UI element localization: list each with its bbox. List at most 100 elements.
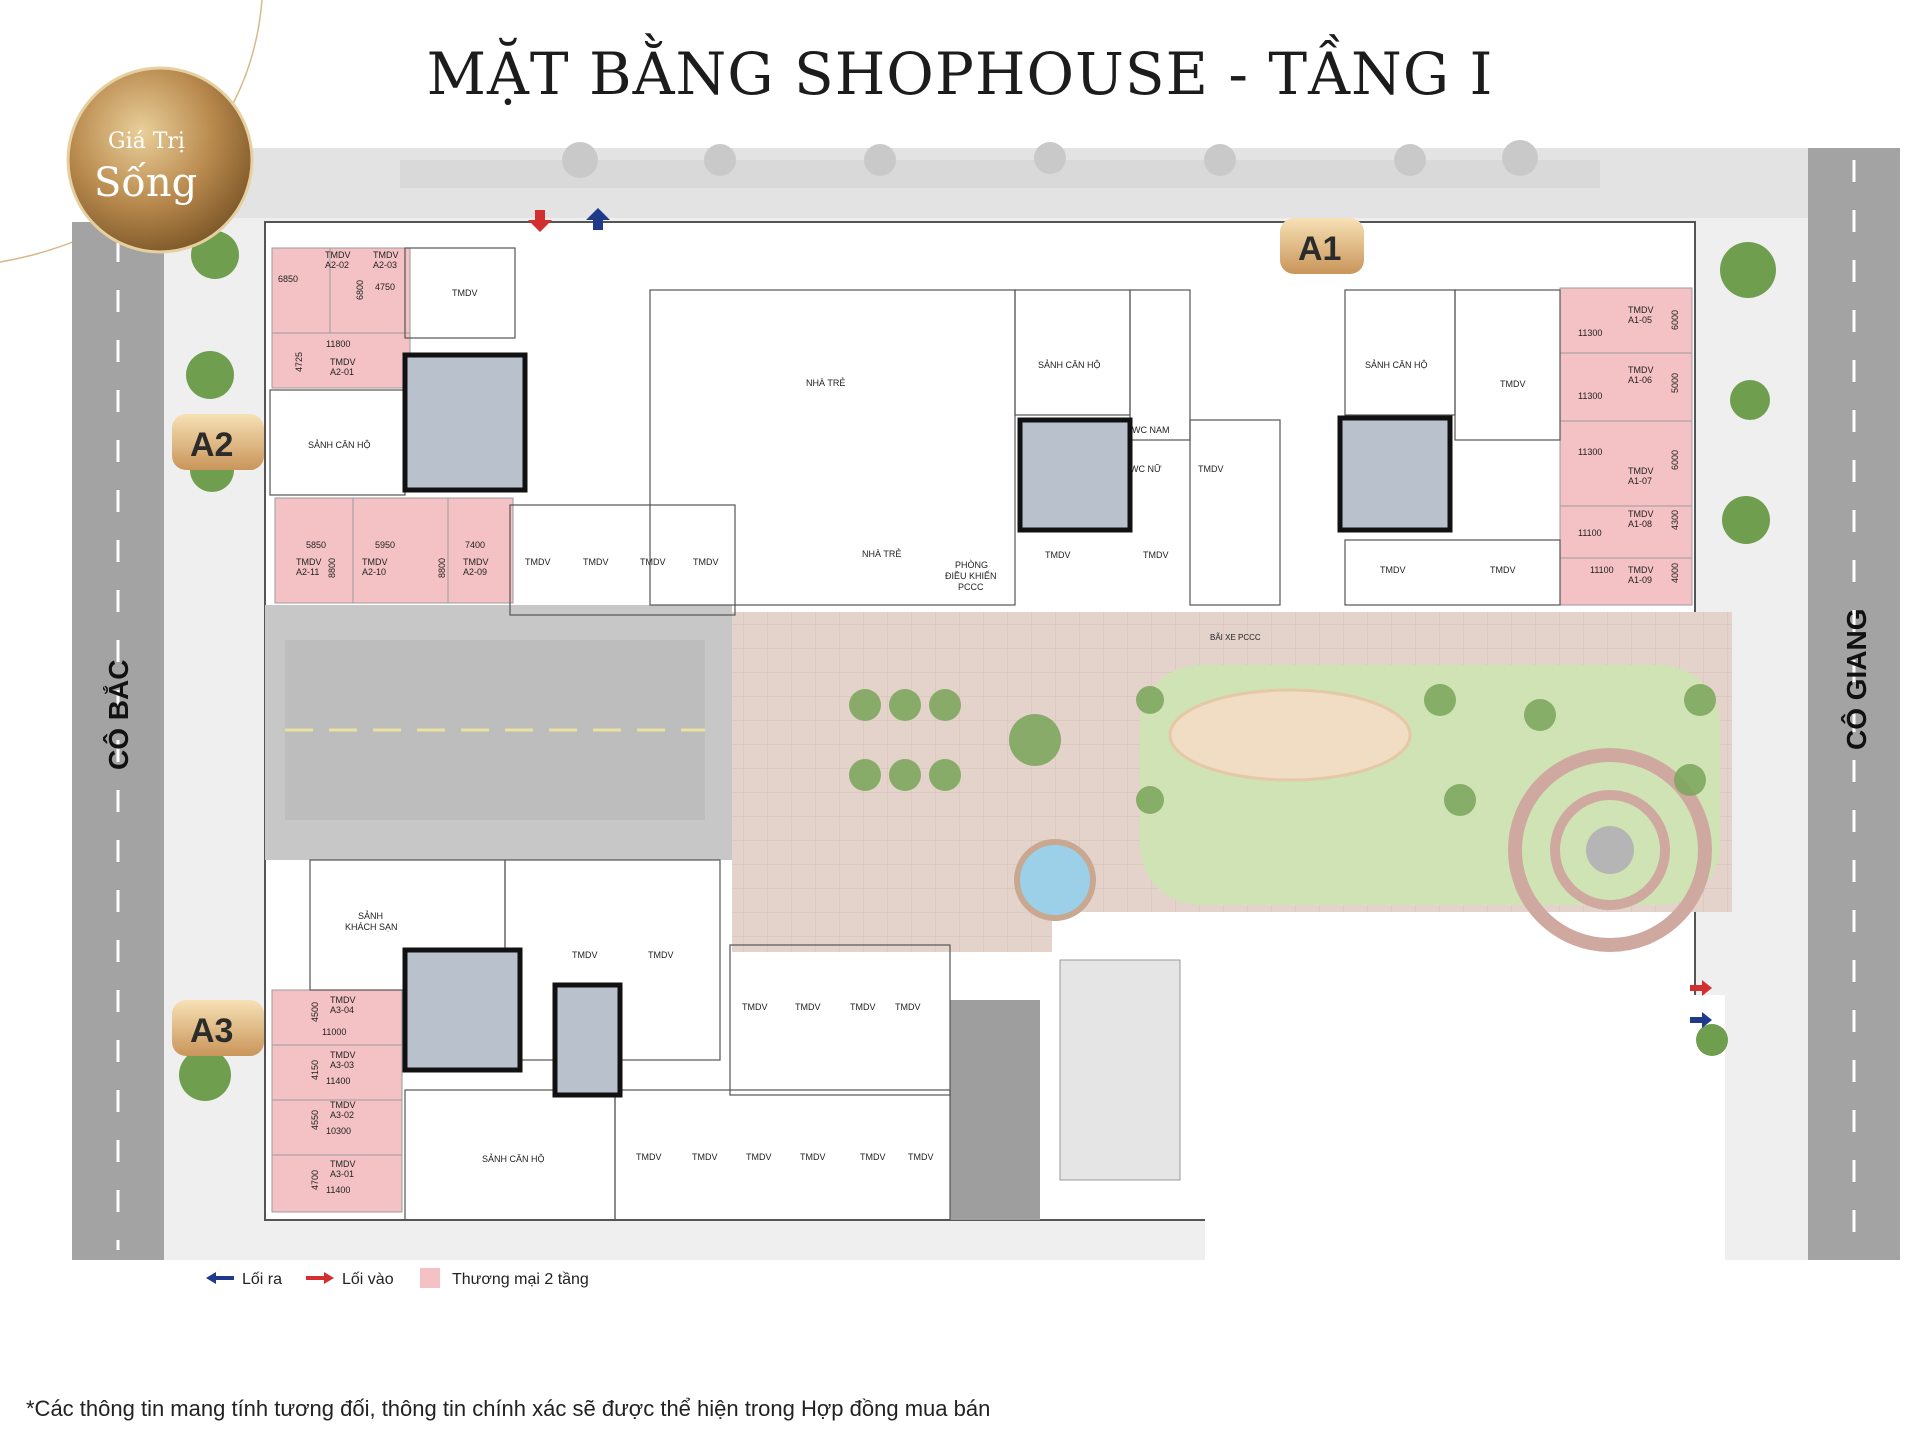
unit-label: A2-09 [463, 567, 487, 577]
unit-a2-03[interactable] [329, 247, 411, 334]
tmdv-label: TMDV [636, 1152, 662, 1162]
dim-label: 10300 [326, 1126, 351, 1136]
pccc-room-label: PHÒNG [955, 560, 988, 570]
street-cobac-label: CÔ BẮC [102, 660, 134, 770]
dim-label: 6850 [278, 274, 298, 284]
tmdv-label: TMDV [525, 557, 551, 567]
dim-label: 6800 [355, 280, 365, 300]
tmdv-label: TMDV [362, 557, 388, 567]
tmdv-label: TMDV [330, 357, 356, 367]
nha-tre-label: NHÀ TRẺ [862, 548, 901, 559]
legend-exit-label: Lối ra [242, 1271, 282, 1288]
dim-label: 8800 [437, 558, 447, 578]
block-a2-label: A2 [190, 426, 233, 464]
tmdv-label: TMDV [296, 557, 322, 567]
tmdv-label: TMDV [330, 1159, 356, 1169]
unit-a3-01[interactable] [271, 1154, 403, 1213]
sanh-can-ho-label: SẢNH CĂN HỘ [308, 439, 371, 450]
unit-label: A3-02 [330, 1110, 354, 1120]
unit-label: A1-06 [1628, 375, 1652, 385]
badge-line2: Sống [94, 160, 197, 206]
dim-label: 4000 [1670, 563, 1680, 583]
nha-tre-label: NHÀ TRẺ [806, 377, 845, 388]
tmdv-label: TMDV [795, 1002, 821, 1012]
tmdv-label: TMDV [742, 1002, 768, 1012]
tmdv-label: TMDV [1628, 565, 1654, 575]
dim-label: 11400 [326, 1185, 350, 1195]
block-tag-a2 [172, 414, 264, 470]
tmdv-label: TMDV [373, 250, 399, 260]
tmdv-label: TMDV [583, 557, 609, 567]
sanh-khach-san-label: KHÁCH SẠN [345, 922, 398, 932]
unit-a1-08[interactable] [1559, 505, 1693, 559]
tmdv-label: TMDV [908, 1152, 934, 1162]
legend-commercial-swatch [420, 1268, 440, 1288]
tmdv-label: TMDV [1380, 565, 1406, 575]
tmdv-label: TMDV [452, 288, 478, 298]
dim-label: 5950 [375, 540, 395, 550]
tmdv-label: TMDV [800, 1152, 826, 1162]
tmdv-label: TMDV [850, 1002, 876, 1012]
top-arrows [528, 208, 610, 232]
unit-label: A1-08 [1628, 519, 1652, 529]
unit-label: A1-09 [1628, 575, 1652, 585]
dim-label: 5000 [1670, 373, 1680, 393]
side-arrows [1690, 980, 1712, 1028]
tmdv-label: TMDV [1198, 464, 1224, 474]
tmdv-label: TMDV [463, 557, 489, 567]
block-tag-a1 [1280, 218, 1364, 274]
unit-a1-06[interactable] [1559, 352, 1693, 422]
dim-label: 11300 [1578, 391, 1602, 401]
parking-label: BÃI XE PCCC [1210, 633, 1261, 642]
unit-label: A3-03 [330, 1060, 354, 1070]
dim-label: 11400 [326, 1076, 350, 1086]
core-a1-left [1017, 417, 1133, 533]
dim-label: 4300 [1670, 510, 1680, 530]
unit-a1-09[interactable] [1559, 557, 1693, 606]
tmdv-label: TMDV [1628, 305, 1654, 315]
unit-label: A2-03 [373, 260, 397, 270]
sanh-can-ho-label: SẢNH CĂN HỘ [1365, 359, 1428, 370]
disclaimer: *Các thông tin mang tính tương đối, thôn… [26, 1396, 991, 1421]
tmdv-label: TMDV [860, 1152, 886, 1162]
dim-label: 11800 [326, 339, 350, 349]
unit-a2-02[interactable] [271, 247, 331, 334]
dim-label: 4700 [310, 1170, 320, 1190]
tmdv-label: TMDV [1628, 466, 1654, 476]
dim-label: 11100 [1590, 565, 1614, 575]
unit-label: A1-05 [1628, 315, 1652, 325]
tmdv-label: TMDV [746, 1152, 772, 1162]
sanh-khach-san-label: SẢNH [358, 910, 383, 921]
tmdv-label: TMDV [648, 950, 674, 960]
block-tag-a3 [172, 1000, 264, 1056]
dim-label: 4750 [375, 282, 395, 292]
fountain [1014, 839, 1096, 921]
logo-badge [66, 66, 254, 254]
unit-a2-11[interactable] [274, 497, 354, 604]
unit-a1-05[interactable] [1559, 287, 1693, 354]
dim-label: 11300 [1578, 447, 1602, 457]
unit-label: A3-04 [330, 1005, 354, 1015]
unit-a2-01[interactable] [271, 332, 411, 389]
unit-a2-09[interactable] [447, 497, 514, 604]
legend-exit-arrow [206, 1272, 234, 1284]
dim-label: 4550 [310, 1110, 320, 1130]
core-a2 [402, 352, 528, 493]
unit-a3-03[interactable] [271, 1044, 403, 1101]
legend-entry-label: Lối vào [342, 1271, 394, 1288]
tmdv-label: TMDV [895, 1002, 921, 1012]
legend-entry-arrow [306, 1272, 334, 1284]
unit-a2-10[interactable] [352, 497, 449, 604]
sanh-can-ho-label: SẢNH CĂN HỘ [1038, 359, 1101, 370]
tmdv-label: TMDV [640, 557, 666, 567]
unit-a1-07[interactable] [1559, 420, 1693, 507]
unit-label: A3-01 [330, 1169, 354, 1179]
dim-label: 11000 [322, 1027, 346, 1037]
unit-label: A2-11 [296, 567, 319, 577]
tmdv-label: TMDV [1628, 509, 1654, 519]
unit-label: A2-02 [325, 260, 349, 270]
dim-label: 6000 [1670, 310, 1680, 330]
tmdv-label: TMDV [1500, 379, 1526, 389]
core-a1-right [1337, 415, 1453, 533]
page-title: MẶT BẰNG SHOPHOUSE - TẦNG I [426, 40, 1494, 108]
